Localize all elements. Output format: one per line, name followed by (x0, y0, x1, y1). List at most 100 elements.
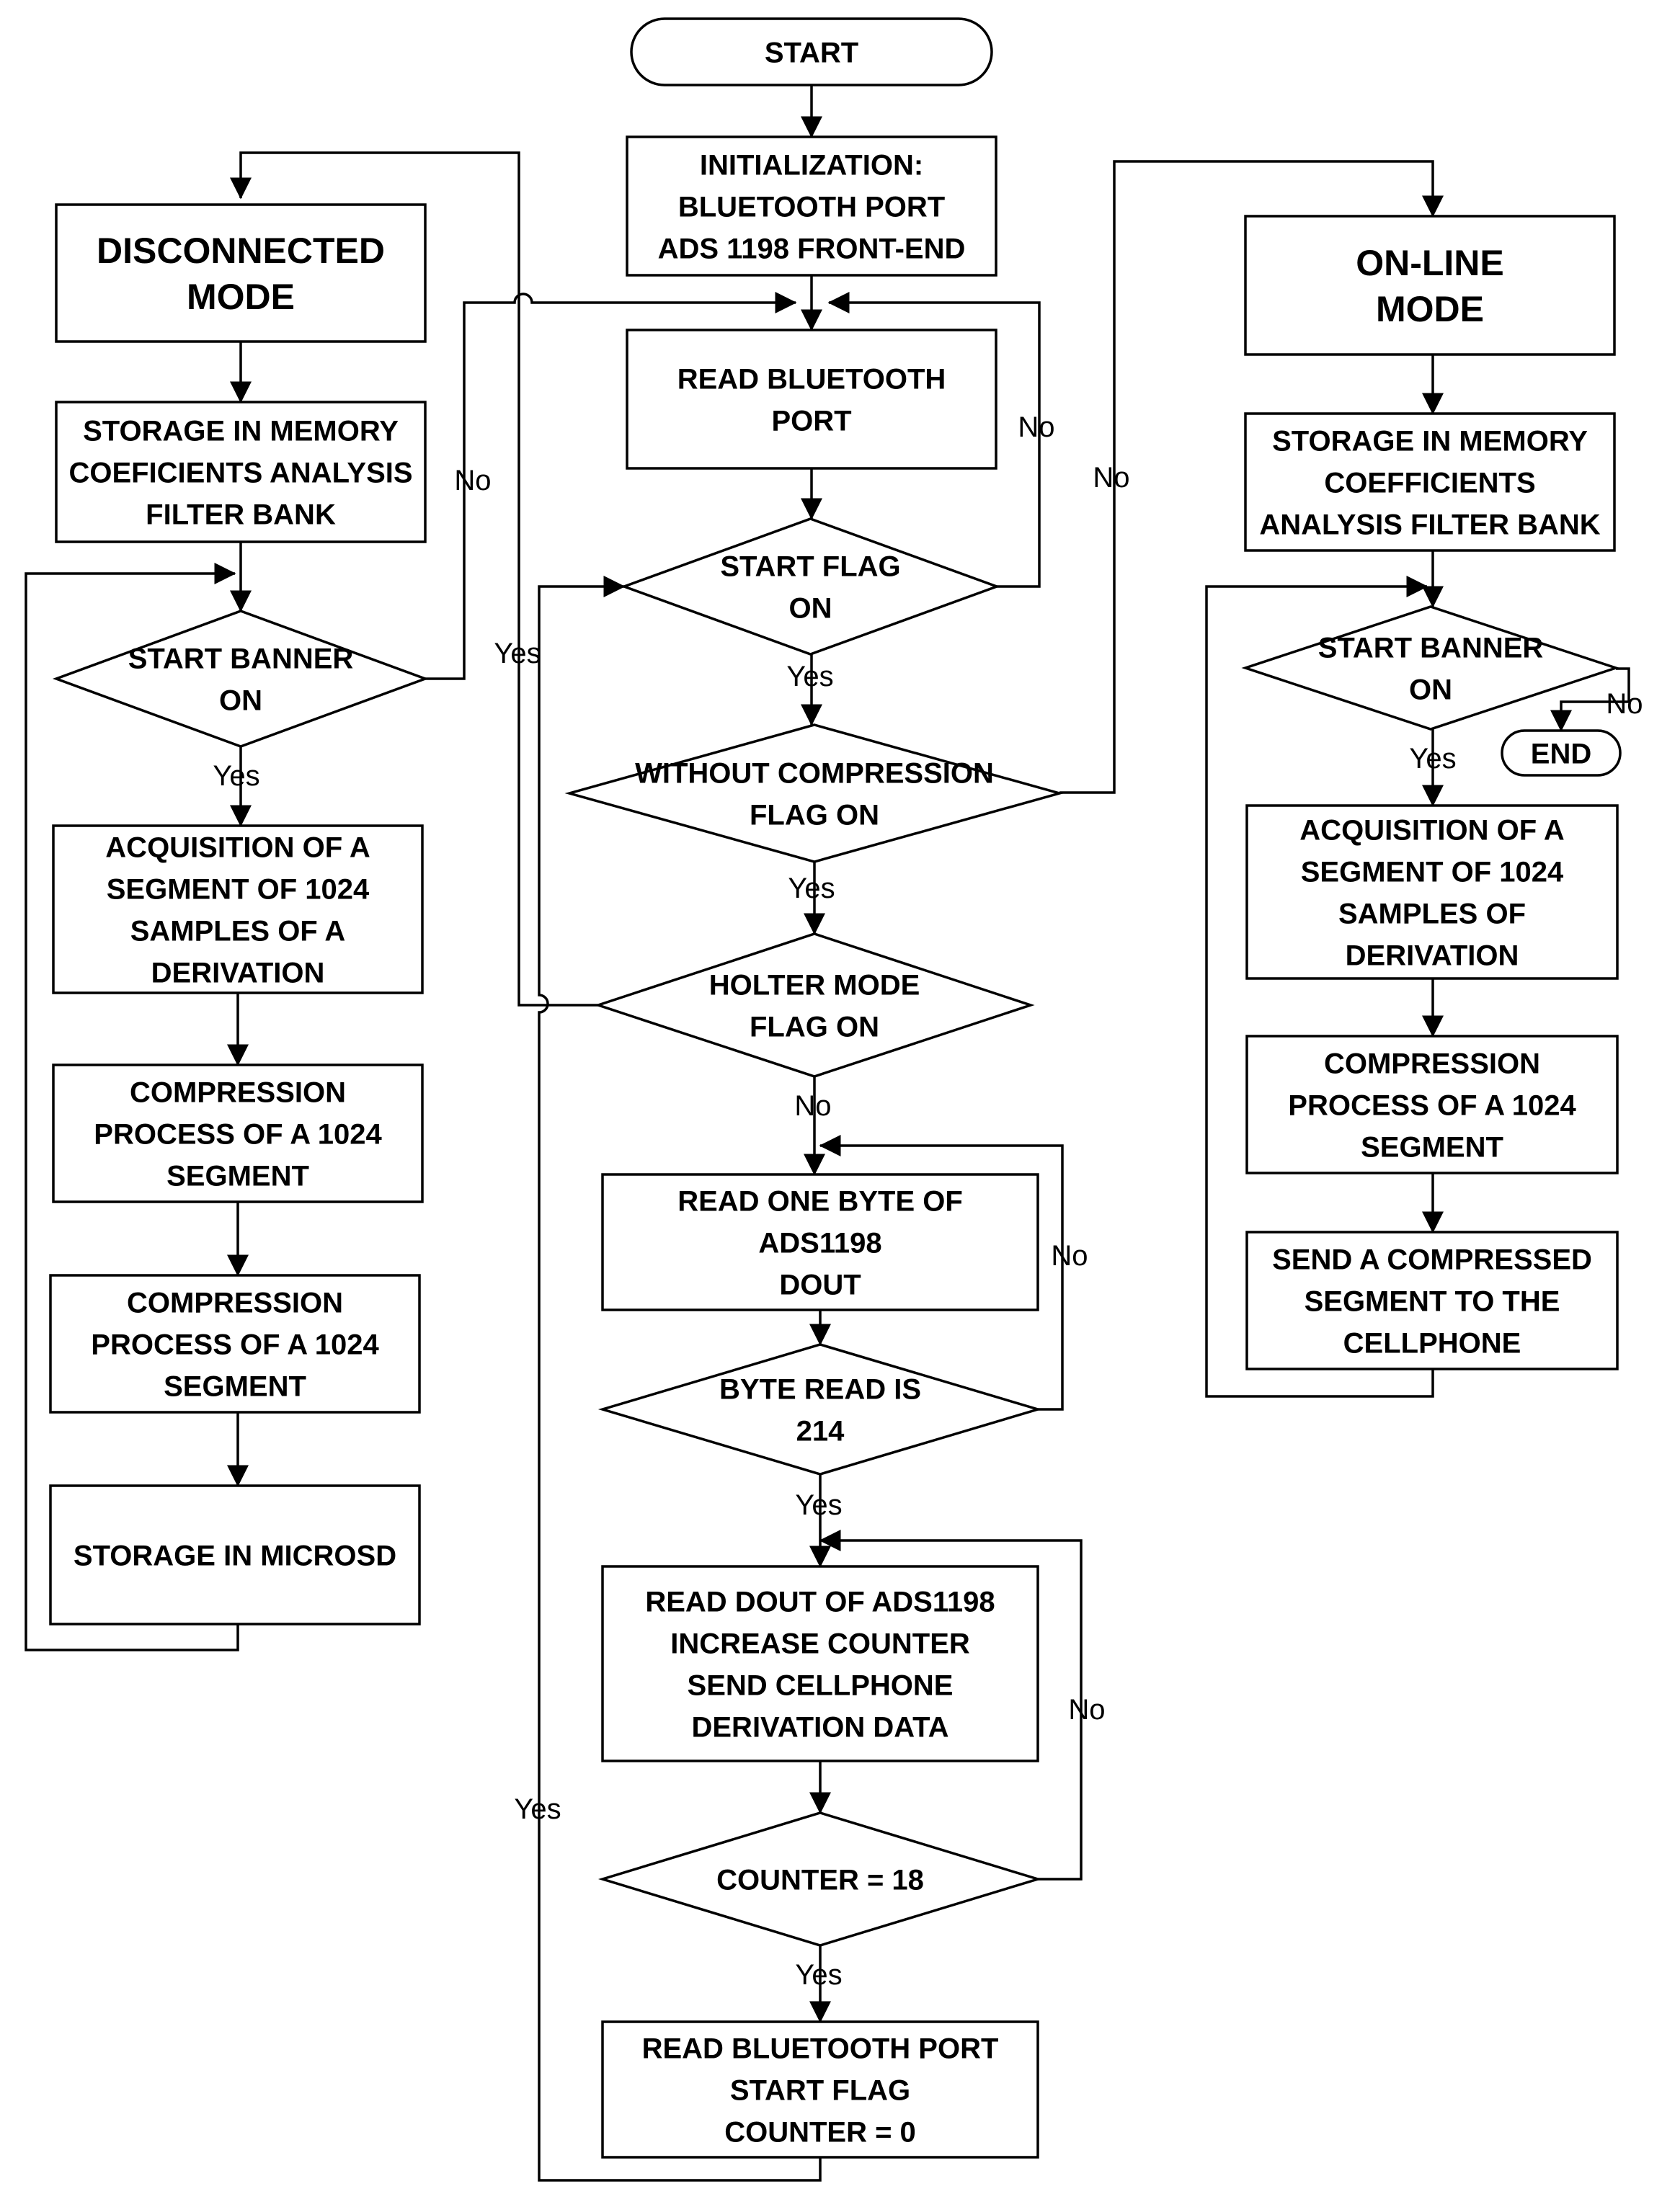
edge-byte214-no-loop (819, 1135, 1064, 1411)
process-box (55, 401, 427, 543)
node-label-line: STORAGE IN MEMORY (83, 415, 399, 447)
node-label-line: SEGMENT (166, 1160, 309, 1192)
process-box (601, 2020, 1039, 2159)
node-label-line: SEGMENT (164, 1370, 306, 1402)
node-label-line: BYTE READ IS (719, 1373, 921, 1405)
nodes: START INITIALIZATION: BLUETOOTH PORT ADS 11… (49, 17, 1622, 2159)
label-holter-yes: Yes (494, 638, 541, 669)
label-without-compression-no: No (1093, 462, 1129, 494)
node-label-line: ON (219, 684, 262, 716)
node-label-line: SEGMENT TO THE (1305, 1285, 1560, 1317)
label-holter-no: No (794, 1090, 831, 1122)
process-box (52, 1063, 424, 1203)
process-box (601, 1565, 1039, 1762)
node-label-line: BLUETOOTH PORT (678, 191, 945, 223)
node-label-line: WITHOUT COMPRESSION (635, 757, 994, 789)
edge-discsd-loop (25, 563, 239, 1651)
node-counter18: COUNTER = 18 (597, 1811, 1043, 1947)
decision-diamond (564, 723, 1065, 863)
decision-diamond (620, 517, 1001, 656)
node-disc-banner: START BANNER ON (52, 610, 430, 748)
node-label-line: HOLTER MODE (709, 969, 920, 1001)
node-label-line: STORAGE IN MEMORY (1272, 425, 1588, 457)
edge-onbanner-no (1550, 667, 1630, 732)
node-label-line: SAMPLES OF (1338, 898, 1526, 929)
process-box (626, 329, 997, 470)
decision-diamond (597, 1343, 1043, 1476)
process-box (1245, 1231, 1619, 1370)
node-label-line: COMPRESSION (127, 1287, 343, 1319)
node-label-line: START FLAG (730, 2074, 910, 2106)
node-holter: HOLTER MODE FLAG ON (594, 932, 1035, 1078)
node-label-line: READ ONE BYTE OF (677, 1185, 963, 1217)
process-box (626, 135, 997, 277)
node-label-line: SAMPLES OF A (130, 915, 346, 947)
node-label-line: SEGMENT (1361, 1131, 1503, 1163)
node-label-line: COUNTER = 0 (724, 2116, 916, 2148)
node-label-line: FLAG ON (750, 1011, 879, 1043)
terminal-shape (1501, 729, 1622, 777)
process-box (1244, 215, 1616, 356)
node-label-line: END (1531, 738, 1591, 770)
node-label-line: START BANNER (128, 643, 354, 674)
decision-diamond (1241, 605, 1620, 731)
label-on-banner-no: No (1606, 688, 1643, 720)
node-start: START (630, 17, 993, 86)
edge-startflag-no-loop (827, 292, 1041, 588)
node-label-line: START BANNER (1318, 632, 1544, 664)
node-label-line: ON (789, 592, 832, 624)
terminal-shape (630, 17, 993, 86)
process-box (601, 1173, 1039, 1311)
node-label-line: READ BLUETOOTH (677, 363, 946, 395)
process-box (49, 1484, 421, 1625)
node-label-line: MODE (187, 277, 295, 317)
edge-counter-no-loop (819, 1530, 1083, 1881)
node-label-line: FILTER BANK (146, 499, 336, 530)
node-label-line: DOUT (779, 1269, 861, 1301)
node-label-line: ADS1198 (758, 1227, 881, 1259)
node-label-line: ADS 1198 FRONT-END (658, 233, 966, 264)
node-read-bt: READ BLUETOOTH PORT (626, 329, 997, 470)
label-start-flag-yes: Yes (786, 661, 833, 692)
node-without-comp: WITHOUT COMPRESSION FLAG ON (564, 723, 1065, 863)
decision-diamond (594, 932, 1035, 1078)
node-label-line: FLAG ON (750, 799, 879, 831)
edge-labels: No Yes Yes No No Yes No Yes No Yes Yes N… (213, 411, 1643, 1991)
decision-diamond (597, 1811, 1043, 1947)
node-label-line: ACQUISITION OF A (1299, 814, 1564, 846)
node-label-line: MODE (1376, 289, 1484, 329)
node-label-line: SEND CELLPHONE (688, 1669, 954, 1701)
node-label-line: COMPRESSION (130, 1076, 346, 1108)
label-counter-no: No (1068, 1694, 1105, 1726)
node-label-line: ACQUISITION OF A (105, 831, 370, 863)
node-label-line: ON-LINE (1356, 243, 1504, 283)
label-disc-banner-no: No (454, 465, 491, 496)
node-label-line: COEFFICIENTS (1324, 467, 1535, 499)
node-label-line: SEGMENT OF 1024 (107, 873, 370, 905)
node-label-line: DERIVATION (1346, 940, 1519, 971)
node-label-line: CELLPHONE (1343, 1327, 1521, 1359)
node-label-line: SEGMENT OF 1024 (1301, 856, 1564, 888)
process-box (1245, 1035, 1619, 1174)
label-counter-yes: Yes (795, 1959, 842, 1991)
node-label-line: START (765, 37, 858, 68)
node-label-line: INITIALIZATION: (700, 149, 923, 181)
label-on-banner-yes: Yes (1409, 743, 1456, 775)
node-label-line: STORAGE IN MICROSD (74, 1540, 396, 1571)
node-init: INITIALIZATION: BLUETOOTH PORT ADS 1198 FR… (626, 135, 997, 277)
process-box (55, 203, 427, 343)
label-byte-yes: Yes (795, 1489, 842, 1521)
node-label-line: PORT (771, 405, 851, 437)
